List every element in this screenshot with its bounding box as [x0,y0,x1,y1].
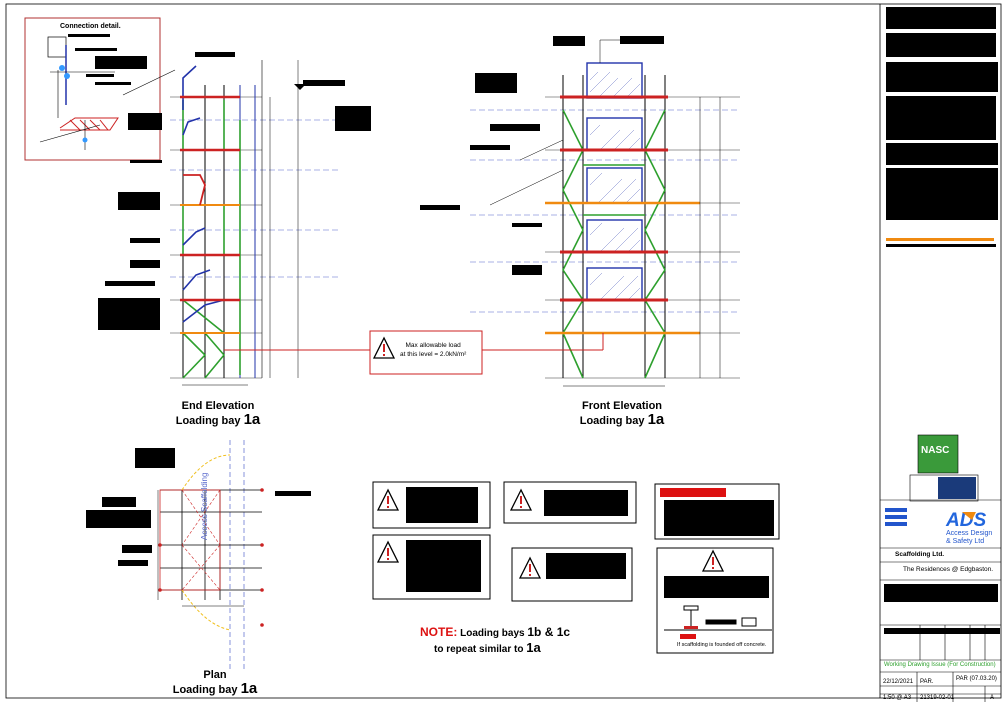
company-logo-text: Access Design & Safety Ltd [946,530,993,545]
max-load-callout [224,330,604,375]
note-prefix: NOTE: [420,625,458,639]
note-text2: to repeat similar to [434,644,524,655]
svg-text:ADS: ADS [945,510,986,531]
end-elevation-bay: 1a [243,411,261,428]
max-load-line2: at this level = 2.0kN/m² [400,351,467,358]
founded-note: If scaffolding is founded off concrete. [677,642,767,648]
plan-title: Plan [203,669,227,681]
max-load-text: Max allowable load at this level = 2.0kN… [400,341,466,359]
front-elevation-drawing [470,39,740,387]
end-elevation-subtitle: Loading bay [175,415,241,427]
nasc-logo-text: NASC [921,445,950,456]
loading-bays-note: NOTE: Loading bays 1b & 1c to repeat sim… [420,625,570,657]
plan-subtitle: Loading bay [172,684,238,696]
front-elevation-title: Front Elevation [581,400,663,412]
ads-logo: ADS [885,508,986,531]
front-elevation-subtitle: Loading bay [579,415,645,427]
end-elevation-title: End Elevation [181,400,255,412]
end-elevation-caption: End Elevation Loading bay 1a [168,400,268,428]
plan-caption: Plan Loading bay 1a [170,669,260,697]
plan-vertical-label: Access Scaffolding [200,472,209,540]
drawing-scale: 1:50 @ A3 [883,695,912,701]
end-elevation-drawing [170,60,340,386]
note-ref: 1a [526,640,541,655]
connection-detail-box [24,17,176,161]
drawing-date: 22/12/2021 [883,679,914,685]
issue-status: Working Drawing Issue (For Construction) [884,662,996,668]
title-block [880,434,1001,702]
warning-triangles [376,488,772,639]
project-name: The Residences @ Edgbaston. [903,566,994,573]
client-name: Scaffolding Ltd. [895,551,945,558]
front-elevation-caption: Front Elevation Loading bay 1a [567,400,677,428]
front-elevation-bay: 1a [647,411,665,428]
max-load-line1: Max allowable load [405,342,461,349]
notes-divider-orange [886,238,994,241]
plan-bay: 1a [240,680,258,697]
drawing-number: 21319-02-01 [920,695,955,701]
drawn-by: PAR. [920,679,934,685]
plan-drawing [157,440,264,670]
note-bays: 1b & 1c [527,625,571,639]
drawing-revision: A [990,695,995,701]
note-text1: Loading bays [460,628,525,639]
checked-by: PAR (07.03.20) [956,676,997,682]
connection-detail-title: Connection detail. [60,23,121,30]
